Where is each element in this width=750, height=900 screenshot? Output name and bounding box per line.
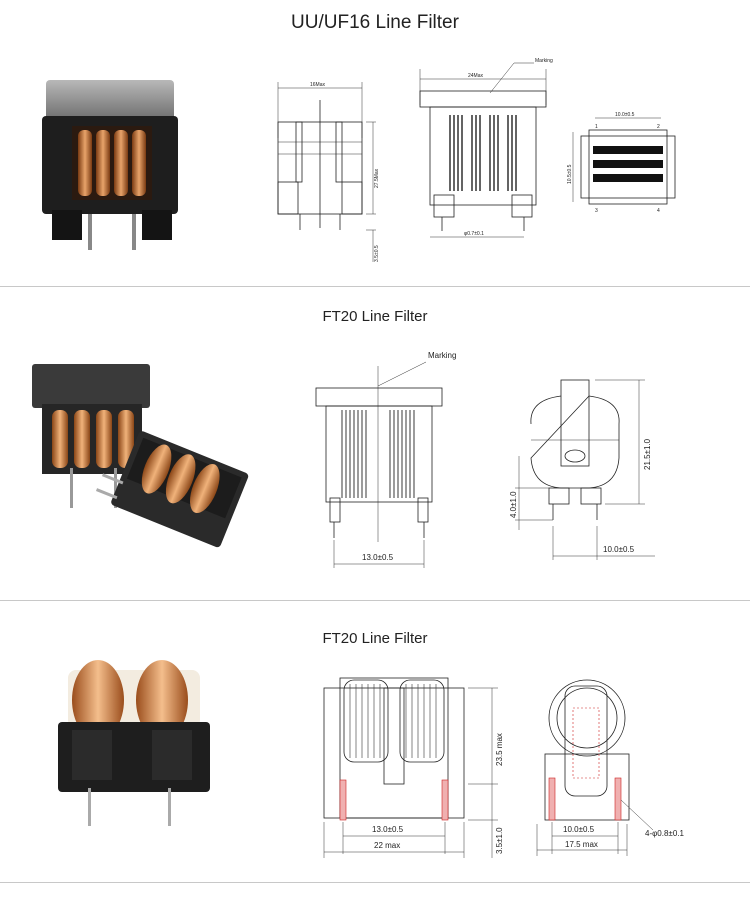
dim-height: 21.5±1.0: [643, 438, 652, 470]
marking-label: Marking: [428, 351, 456, 360]
dim-pitch: 10.0±0.5: [563, 825, 595, 834]
pin-2: 2: [657, 124, 660, 130]
dim-depth: 17.5 max: [565, 840, 598, 849]
uu16-side-drawing: 16Max 27.5Max 3.5±0.5: [277, 82, 380, 262]
dim-pin-length: 3.5±1.0: [495, 827, 504, 854]
pin-3: 3: [595, 208, 598, 214]
dim-width: 13.0±0.5: [362, 553, 394, 562]
ft20-product-photo: [32, 364, 249, 548]
uu16-bottom-drawing: 10.0±0.5 1 2 3 4 10.5±0.5: [567, 112, 676, 214]
section-divider: [0, 600, 750, 601]
uu16-product-photo: [42, 80, 178, 250]
dim-width-top: 16Max: [310, 82, 326, 88]
section-ft20-b: FT20 Line Filter: [0, 604, 750, 882]
ft20b-side-drawing: 10.0±0.5 17.5 max 4-φ0.8±0.1: [536, 679, 684, 856]
uu16-front-drawing: 24Max Marking φ0.7±0.1: [419, 58, 553, 238]
dim-width: 22 max: [374, 841, 400, 850]
ft20-front-drawing: Marking 13.0±0.5: [315, 351, 456, 568]
ft20b-product-photo: [58, 660, 210, 826]
dim-height: 27.5Max: [374, 168, 380, 188]
marking-label: Marking: [535, 58, 553, 64]
pin-1: 1: [595, 124, 598, 130]
dim-pitch: 10.0±0.5: [603, 545, 635, 554]
dim-height: 23.5 max: [495, 733, 504, 766]
section-title: FT20 Line Filter: [322, 630, 428, 647]
dim-pitch-v: 10.5±0.5: [567, 164, 573, 184]
ft20-side-drawing: 21.5±1.0 4.0±1.0 10.0±0.5: [509, 379, 655, 560]
section-uu16: UU/UF16 Line Filter 16Max: [0, 0, 750, 284]
dim-pin-length: 4.0±1.0: [509, 491, 518, 518]
dim-pitch-h: 10.0±0.5: [615, 112, 635, 118]
dim-pin-diameter: φ0.7±0.1: [464, 231, 484, 237]
section-divider: [0, 286, 750, 287]
pin-4: 4: [657, 208, 660, 214]
dim-pin-length: 3.5±0.5: [374, 245, 380, 262]
section-divider: [0, 882, 750, 883]
section-title: UU/UF16 Line Filter: [291, 12, 459, 33]
section-ft20-a: FT20 Line Filter Marking: [0, 290, 750, 598]
section-title: FT20 Line Filter: [322, 308, 428, 325]
dim-inner-width: 13.0±0.5: [372, 825, 404, 834]
ft20b-front-drawing: 23.5 max 3.5±1.0 13.0±0.5 22 max: [323, 677, 504, 858]
dim-width-front: 24Max: [468, 73, 484, 79]
dim-pin-diameter: 4-φ0.8±0.1: [645, 829, 684, 838]
